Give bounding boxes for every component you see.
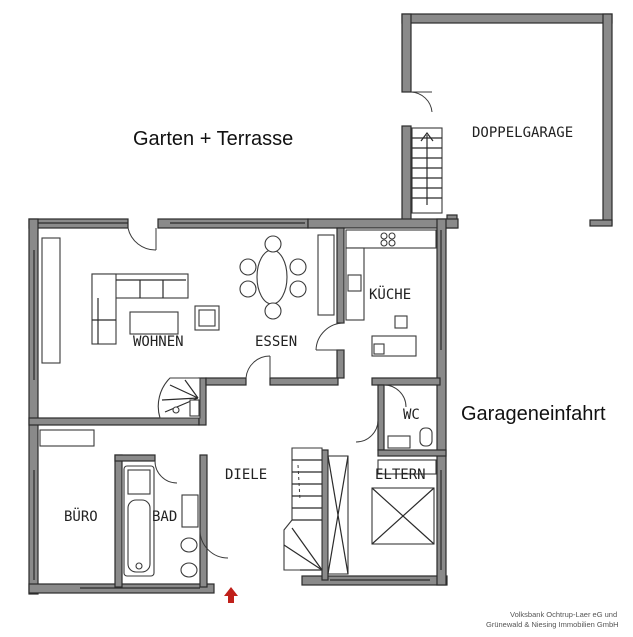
wc-fixtures <box>387 427 433 449</box>
dining-furniture <box>239 235 307 320</box>
office-furniture <box>39 429 95 447</box>
hall-label: DIELE <box>225 467 267 483</box>
entrance-arrow <box>224 587 238 603</box>
doors <box>127 227 407 559</box>
credit-line-2: Grünewald & Niesing Immobilien GmbH <box>486 620 619 629</box>
bath-fixtures <box>123 465 199 578</box>
corner-stair <box>157 377 201 419</box>
kitchen-label: KÜCHE <box>369 285 411 303</box>
main-staircase <box>283 447 349 575</box>
parents-label: ELTERN <box>375 467 426 483</box>
living-furniture <box>41 234 335 364</box>
dining-label: ESSEN <box>255 334 297 350</box>
kitchen-furniture <box>345 229 437 357</box>
living-label: WOHNEN <box>133 334 184 350</box>
garage <box>401 13 613 229</box>
garden-label: Garten + Terrasse <box>133 128 293 150</box>
parents-furniture <box>371 459 437 545</box>
bath-label: BAD <box>152 509 177 525</box>
garage-label: DOPPELGARAGE <box>472 125 573 141</box>
interior-walls <box>28 227 447 588</box>
garage-stair <box>411 127 443 214</box>
office-label: BÜRO <box>64 507 98 525</box>
credit-line-1: Volksbank Ochtrup-Laer eG und <box>510 610 617 619</box>
wc-label: WC <box>403 407 420 423</box>
driveway-label: Garageneinfahrt <box>461 403 606 425</box>
